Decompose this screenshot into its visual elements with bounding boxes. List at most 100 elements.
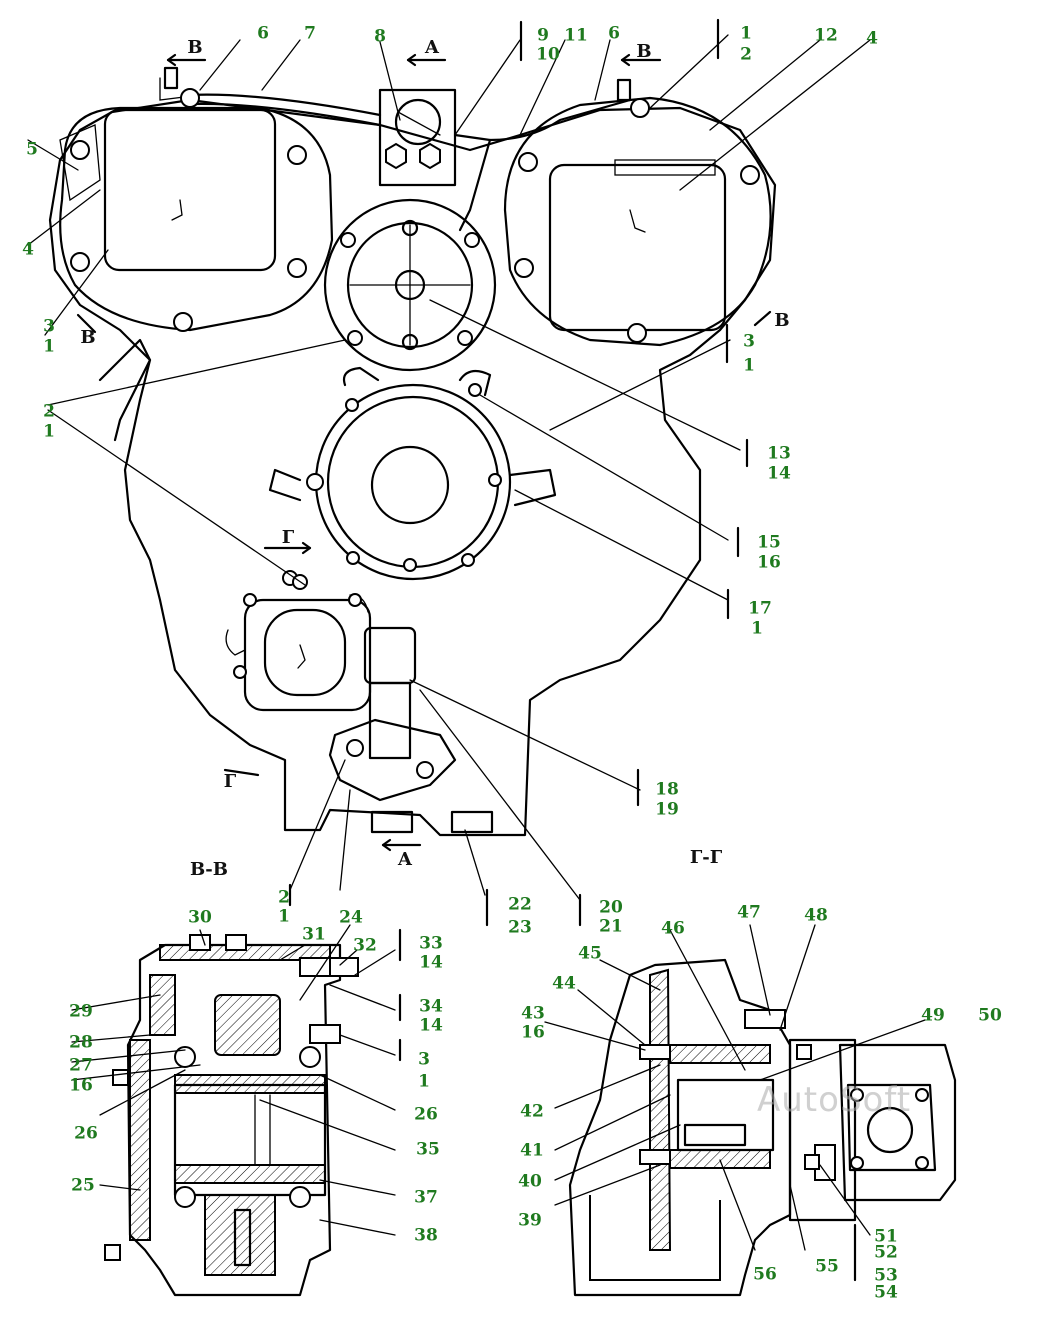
callout-28: 28: [69, 1032, 93, 1053]
gg-shaft: [676, 1078, 775, 1152]
callout-16: 16: [521, 1022, 545, 1043]
callout-49: 49: [921, 1005, 945, 1026]
callout-15: 15: [757, 532, 781, 553]
callout-1: 1: [743, 355, 755, 376]
view-mark-g: Г: [223, 771, 237, 792]
view-mark-g: Г: [281, 527, 295, 548]
callout-29: 29: [69, 1001, 93, 1022]
pipe-leg: [368, 681, 412, 760]
callout-2: 2: [43, 401, 55, 422]
top-pipe: [188, 93, 382, 117]
callout-55: 55: [815, 1256, 839, 1277]
callout-22: 22: [508, 894, 532, 915]
section-title-bb: В-В: [190, 859, 228, 880]
callout-10: 10: [536, 44, 560, 65]
callout-1: 1: [751, 618, 763, 639]
section-gg: [544, 924, 957, 1297]
view-mark-b: В: [774, 310, 790, 331]
callout-32: 32: [353, 935, 377, 956]
callout-6: 6: [608, 23, 620, 44]
callout-37: 37: [414, 1187, 438, 1208]
callout-14: 14: [419, 952, 443, 973]
callout-3: 3: [418, 1049, 430, 1070]
callout-5: 5: [26, 139, 38, 160]
lower-pump: [243, 598, 372, 712]
callout-6: 6: [257, 23, 269, 44]
right-gear-cover: [503, 96, 772, 347]
callout-43: 43: [521, 1003, 545, 1024]
section-title-gg: Г-Г: [689, 847, 723, 868]
lower-flange: [328, 718, 457, 802]
callout-40: 40: [518, 1171, 542, 1192]
middle-round-cover: [314, 383, 512, 581]
callout-20: 20: [599, 897, 623, 918]
callout-50: 50: [978, 1005, 1002, 1026]
left-cover-plate: [103, 108, 277, 272]
bb-gear: [214, 994, 281, 1056]
callout-16: 16: [757, 552, 781, 573]
right-cover-plate: [548, 163, 727, 332]
callout-31: 31: [302, 924, 326, 945]
left-gear-cover: [59, 106, 334, 332]
top-bracket: [378, 88, 457, 187]
callout-4: 4: [866, 28, 878, 49]
callout-51: 51: [874, 1226, 898, 1247]
callout-34: 34: [419, 996, 443, 1017]
callout-26: 26: [414, 1104, 438, 1125]
callout-2: 2: [740, 44, 752, 65]
callout-18: 18: [655, 779, 679, 800]
housing-outline: [48, 98, 777, 837]
left-side-bracket: [59, 124, 101, 202]
callout-3: 3: [743, 331, 755, 352]
callout-19: 19: [655, 799, 679, 820]
callout-26: 26: [74, 1123, 98, 1144]
cover-bolts: [70, 88, 760, 779]
callout-30: 30: [188, 907, 212, 928]
watermark: AutoSoft: [757, 1080, 912, 1120]
callout-9: 9: [537, 25, 549, 46]
callout-35: 35: [416, 1139, 440, 1160]
callout-1: 1: [43, 421, 55, 442]
callout-16: 16: [69, 1075, 93, 1096]
callout-24: 24: [339, 907, 363, 928]
gg-housing: [568, 958, 792, 1297]
callout-11: 11: [564, 25, 588, 46]
callout-47: 47: [737, 902, 761, 923]
callout-44: 44: [552, 973, 576, 994]
view-mark-a: А: [424, 37, 440, 58]
callout-33: 33: [419, 933, 443, 954]
callout-1: 1: [43, 336, 55, 357]
pump-flange: [323, 198, 497, 372]
bb-housing: [126, 943, 342, 1297]
gg-pump-50: [838, 1043, 957, 1202]
callout-27: 27: [69, 1055, 93, 1076]
callout-7: 7: [304, 23, 316, 44]
callout-42: 42: [520, 1101, 544, 1122]
leader-lines: [27, 34, 871, 901]
view-mark-a: А: [397, 849, 413, 870]
callout-25: 25: [71, 1175, 95, 1196]
callout-3: 3: [43, 316, 55, 337]
callout-21: 21: [599, 916, 623, 937]
callout-14: 14: [419, 1015, 443, 1036]
view-mark-b: В: [636, 41, 652, 62]
callout-56: 56: [753, 1264, 777, 1285]
callout-8: 8: [374, 26, 386, 47]
callout-54: 54: [874, 1282, 898, 1303]
callout-14: 14: [767, 463, 791, 484]
section-marks: [288, 18, 749, 1062]
view-mark-b: В: [80, 327, 96, 348]
callout-17: 17: [748, 598, 772, 619]
view-mark-b: В: [187, 37, 203, 58]
callout-39: 39: [518, 1210, 542, 1231]
section-bb: [71, 924, 396, 1297]
callout-53: 53: [874, 1265, 898, 1286]
callout-41: 41: [520, 1140, 544, 1161]
callout-1: 1: [278, 906, 290, 927]
callout-52: 52: [874, 1242, 898, 1263]
main-view: [27, 18, 871, 1062]
callout-1: 1: [418, 1071, 430, 1092]
callout-45: 45: [578, 943, 602, 964]
callout-46: 46: [661, 918, 685, 939]
